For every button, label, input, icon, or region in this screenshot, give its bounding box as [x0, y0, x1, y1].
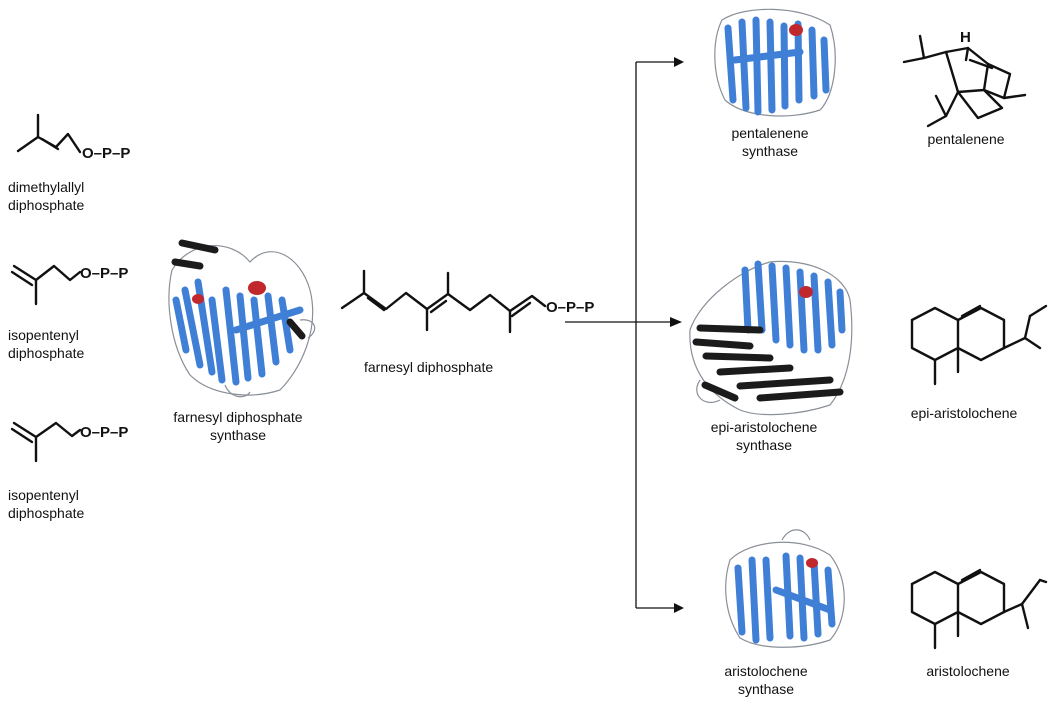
pentalenene-structure: H	[902, 29, 1027, 128]
dmapp-pp-label: O–P–P	[82, 145, 130, 162]
fpp-synthase-label: farnesyl diphosphate synthase	[173, 409, 303, 443]
arrowhead-pentalenene	[674, 57, 684, 67]
pentalenene-h-label: H	[960, 29, 971, 46]
epi-aristolochene-label: epi-aristolochene	[910, 405, 1018, 421]
fpp-synthase-protein	[168, 239, 316, 398]
aristolochene-structure	[910, 568, 1048, 650]
aristolochene-label: aristolochene	[926, 663, 1010, 679]
arrowhead-aristolochene	[674, 603, 684, 613]
ipp2-pp-label: O–P–P	[80, 424, 128, 441]
dmapp-structure: O–P–P	[16, 113, 130, 162]
aristolochene-synthase-protein	[725, 529, 845, 648]
pentalenene-synthase-label: pentalenene synthase	[731, 125, 809, 159]
ipp2-structure: O–P–P	[10, 421, 128, 463]
epi-aristolochene-synthase-protein	[689, 260, 853, 416]
epi-aristolochene-synthase-label: epi-aristolochene synthase	[710, 419, 818, 453]
fpp-label: farnesyl diphosphate	[364, 359, 494, 375]
fpp-pp-label: O–P–P	[546, 299, 594, 316]
pentalenene-label: pentalenene	[927, 131, 1005, 147]
dmapp-label: dimethylallyl diphosphate	[8, 179, 85, 213]
epi-aristolochene-structure	[910, 304, 1048, 386]
arrowhead-epi-aristolochene	[670, 317, 682, 327]
fpp-structure: O–P–P	[340, 269, 594, 334]
pentalenene-synthase-protein	[714, 8, 836, 117]
ipp2-label: isopentenyl diphosphate	[8, 487, 85, 521]
ipp1-pp-label: O–P–P	[80, 265, 128, 282]
branch-arrows	[565, 57, 684, 613]
ipp1-label: isopentenyl diphosphate	[8, 327, 85, 361]
aristolochene-synthase-label: aristolochene synthase	[724, 663, 808, 697]
ipp1-structure: O–P–P	[10, 264, 128, 306]
